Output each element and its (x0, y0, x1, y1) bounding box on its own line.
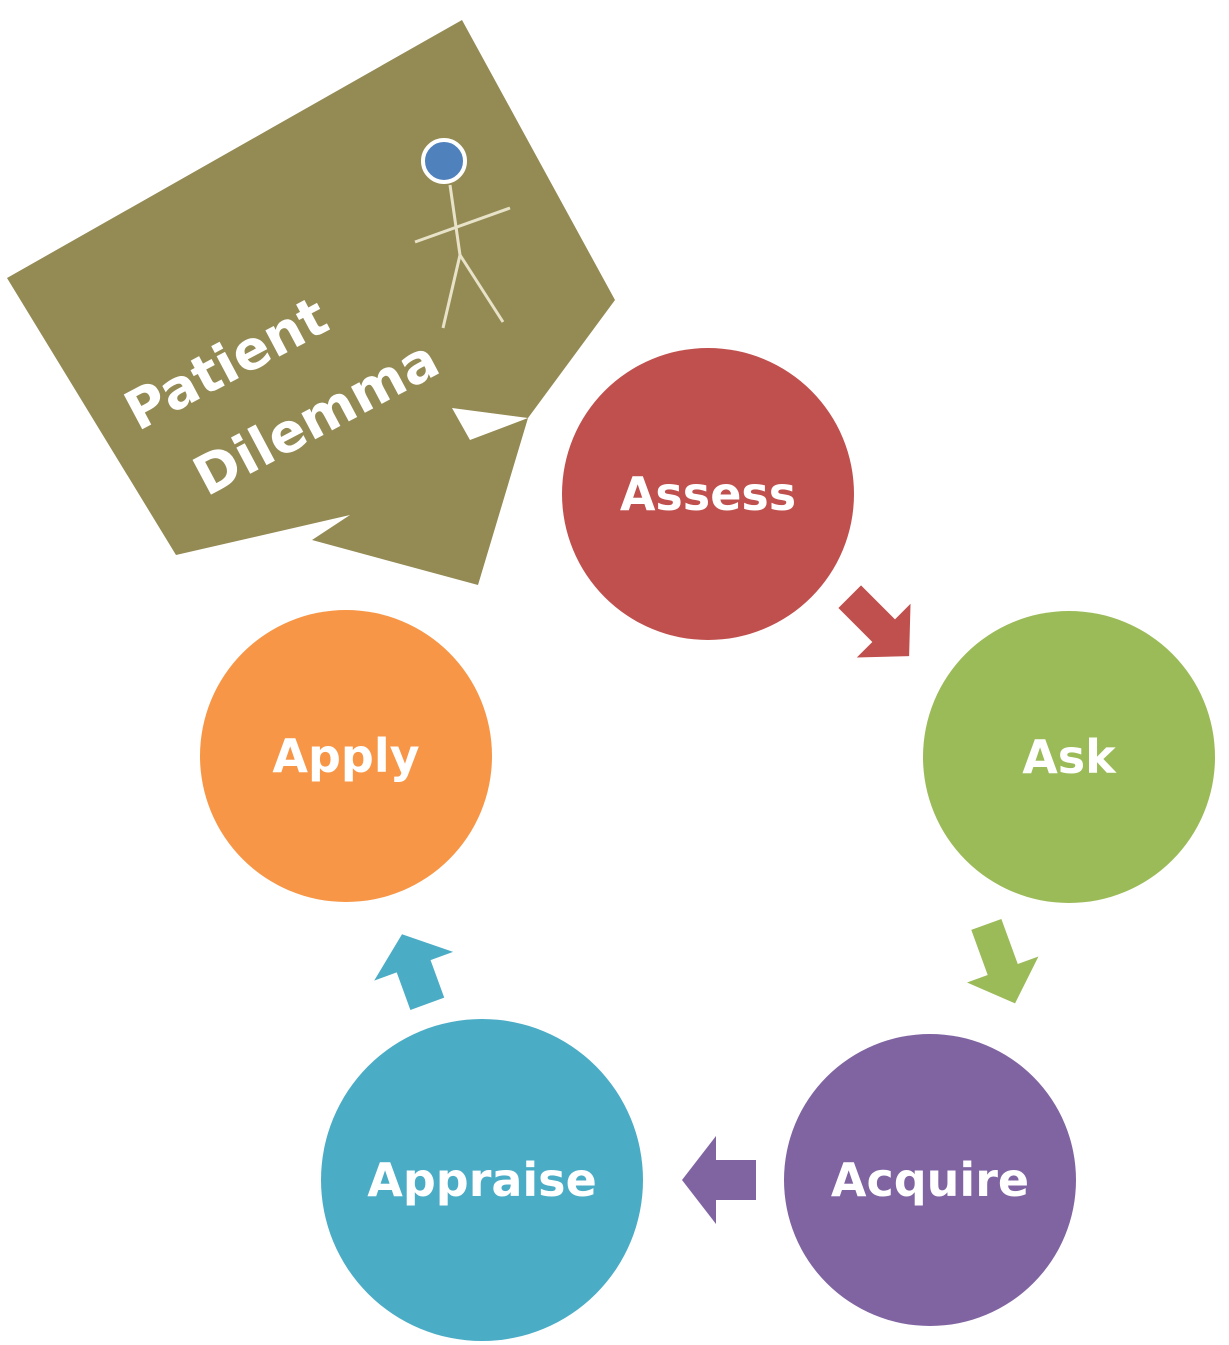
step-apply-label: Apply (272, 729, 419, 783)
step-appraise-circle (321, 1019, 643, 1341)
step-assess-label: Assess (620, 467, 796, 521)
arrow-ask-to-acquire (967, 918, 1039, 1004)
step-apply-circle (200, 610, 492, 902)
stick-figure-icon (414, 184, 511, 329)
step-appraise: Appraise (321, 1019, 643, 1341)
step-ask-circle (923, 611, 1215, 903)
step-appraise-label: Appraise (367, 1153, 597, 1207)
step-apply: Apply (200, 610, 492, 902)
callout-notch (452, 408, 528, 440)
cycle-arrows (374, 585, 1039, 1224)
step-assess: Assess (562, 348, 854, 640)
step-ask-label: Ask (1022, 730, 1117, 784)
stick-figure-head (421, 138, 467, 184)
step-assess-circle (562, 348, 854, 640)
step-ask: Ask (923, 611, 1215, 903)
arrow-acquire-to-appraise (682, 1136, 756, 1224)
arrow-appraise-to-apply (374, 934, 454, 1010)
step-acquire: Acquire (784, 1034, 1076, 1326)
step-acquire-label: Acquire (831, 1153, 1029, 1207)
step-acquire-circle (784, 1034, 1076, 1326)
patient-dilemma-callout: Patient Dilemma (7, 20, 615, 585)
arrow-assess-to-ask (838, 585, 911, 658)
